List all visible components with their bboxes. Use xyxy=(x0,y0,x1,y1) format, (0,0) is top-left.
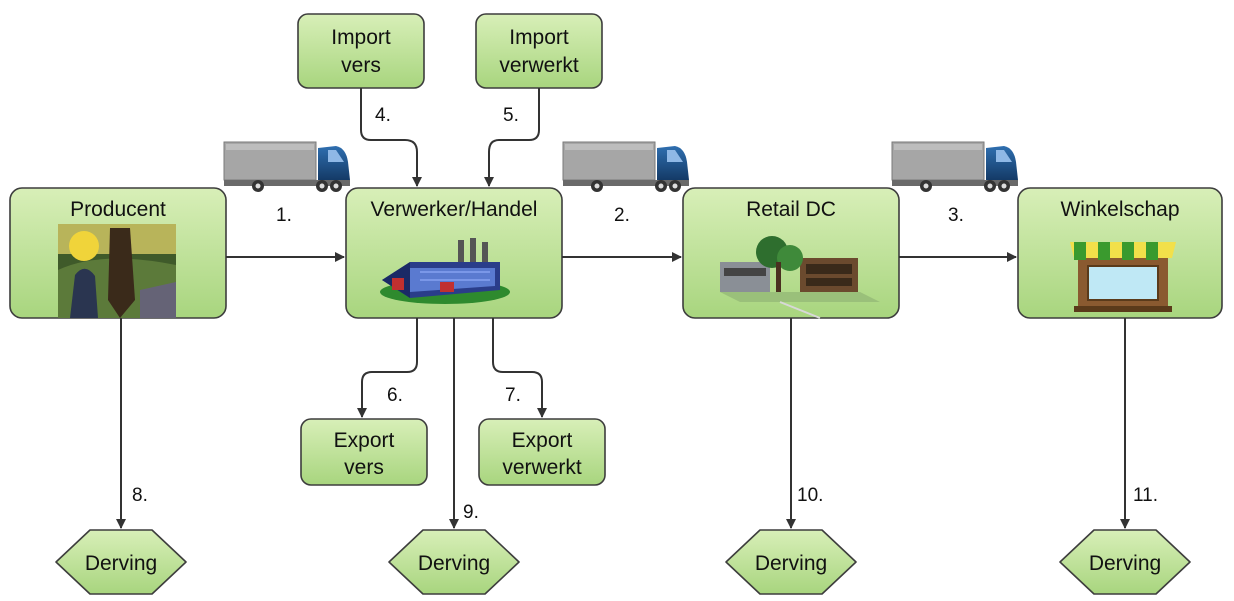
node-verwerker-handel: Verwerker/Handel xyxy=(345,187,563,319)
shop-icon xyxy=(1070,242,1176,312)
flow-label-9: 9. xyxy=(463,502,479,523)
flow-arrow-7 xyxy=(492,318,547,418)
node-derving-3: Derving xyxy=(725,529,857,595)
node-producent-label: Producent xyxy=(70,198,166,221)
node-retail-dc-label: Retail DC xyxy=(746,198,836,221)
flow-label-5: 5. xyxy=(503,105,519,126)
flow-arrow-4 xyxy=(360,88,422,187)
node-winkelschap-label: Winkelschap xyxy=(1060,198,1179,221)
flow-label-3: 3. xyxy=(948,205,964,226)
export-vers-line2: vers xyxy=(344,456,384,479)
flow-label-7: 7. xyxy=(505,385,521,406)
node-producent: Producent xyxy=(9,187,227,319)
flow-arrow-5 xyxy=(484,88,540,187)
node-winkelschap: Winkelschap xyxy=(1017,187,1223,319)
flow-label-6: 6. xyxy=(387,385,403,406)
truck-icon xyxy=(891,141,1018,192)
flow-label-11: 11. xyxy=(1133,485,1158,506)
painting-icon xyxy=(58,224,176,318)
node-retail-dc: Retail DC xyxy=(682,187,900,319)
flow-label-4: 4. xyxy=(375,105,391,126)
flow-arrow-6 xyxy=(357,318,418,418)
derving-1-label: Derving xyxy=(85,552,157,575)
flow-label-8: 8. xyxy=(132,485,148,506)
factory-icon xyxy=(380,238,510,304)
node-derving-1: Derving xyxy=(55,529,187,595)
node-import-verwerkt: Import verwerkt xyxy=(475,13,603,89)
import-verwerkt-line1: Import xyxy=(509,26,569,49)
truck-icon xyxy=(562,141,689,192)
derving-2-label: Derving xyxy=(418,552,490,575)
truck-icon xyxy=(223,141,350,192)
node-verwerker-label: Verwerker/Handel xyxy=(371,198,538,221)
derving-4-label: Derving xyxy=(1089,552,1161,575)
flow-label-1: 1. xyxy=(276,205,292,226)
import-verwerkt-line2: verwerkt xyxy=(499,54,579,77)
export-verwerkt-line1: Export xyxy=(512,429,573,452)
warehouse-icon xyxy=(720,236,880,319)
import-vers-line2: vers xyxy=(341,54,381,77)
node-derving-2: Derving xyxy=(388,529,520,595)
flow-label-10: 10. xyxy=(797,485,823,506)
export-verwerkt-line2: verwerkt xyxy=(502,456,582,479)
derving-3-label: Derving xyxy=(755,552,827,575)
export-vers-line1: Export xyxy=(334,429,395,452)
node-derving-4: Derving xyxy=(1059,529,1191,595)
import-vers-line1: Import xyxy=(331,26,391,49)
node-export-verwerkt: Export verwerkt xyxy=(478,418,606,486)
node-export-vers: Export vers xyxy=(300,418,428,486)
node-import-vers: Import vers xyxy=(297,13,425,89)
flow-label-2: 2. xyxy=(614,205,630,226)
